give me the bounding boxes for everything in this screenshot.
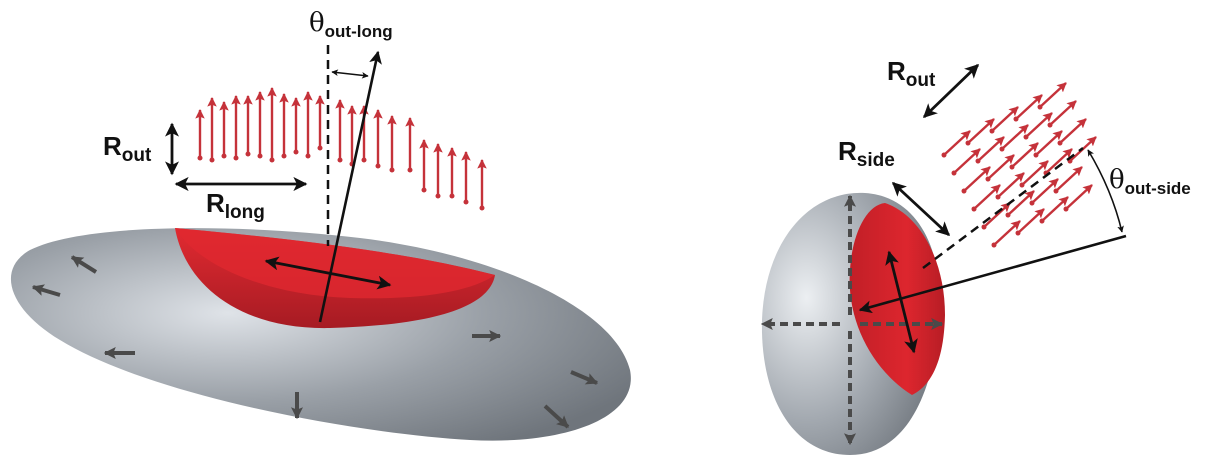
particle-arrow	[971, 184, 1001, 212]
particle-arrow	[995, 172, 1025, 200]
particle-arrow	[975, 136, 1005, 164]
particle-arrow	[941, 130, 971, 158]
particle-arrow	[1043, 148, 1073, 176]
right-dashed-reference	[922, 147, 1084, 269]
right-flow-arrows	[760, 194, 944, 446]
particle-arrow	[1009, 142, 1039, 170]
left-cross-horizontal	[264, 256, 392, 290]
particle-arrow	[985, 154, 1015, 182]
particle-arrow	[1023, 112, 1053, 140]
particle-arrow	[1039, 196, 1069, 224]
particle-arrow	[1053, 166, 1083, 194]
particle-arrow	[1063, 184, 1093, 212]
left-rout-label: Rout	[103, 131, 152, 166]
left-flow-arrows	[31, 255, 599, 429]
particle-arrow	[981, 202, 1011, 230]
left-theta-label: θout-long	[309, 8, 393, 41]
particle-arrow	[1057, 118, 1087, 146]
flow-arrow	[31, 284, 61, 297]
particle-arrow	[951, 148, 981, 176]
particle-arrow	[991, 220, 1021, 248]
particle-arrow	[1013, 94, 1043, 122]
particle-arrow	[1019, 160, 1049, 188]
particle-arrow	[1033, 130, 1063, 158]
right-rout-label: Rout	[887, 56, 936, 91]
right-particle-arrows	[941, 82, 1097, 248]
right-rside-arrow	[891, 181, 951, 237]
flow-arrow	[70, 255, 98, 274]
particle-arrow	[1047, 100, 1077, 128]
particle-arrow	[1015, 208, 1045, 236]
right-rside-label: Rside	[838, 136, 895, 171]
flow-arrow	[570, 370, 599, 385]
right-panel: Rout Rside θout-side	[760, 56, 1191, 455]
left-particle-arrows	[195, 87, 487, 211]
particle-arrow	[965, 118, 995, 146]
particle-arrow	[989, 106, 1019, 134]
particle-arrow	[999, 124, 1029, 152]
right-theta-arc	[1087, 149, 1124, 233]
flow-arrow	[543, 404, 570, 429]
right-rout-arrow	[922, 63, 980, 119]
left-theta-indicator	[331, 69, 369, 79]
particle-arrow	[961, 166, 991, 194]
right-theta-label: θout-side	[1109, 165, 1191, 198]
left-panel: Rout Rlong θout-long	[10, 8, 631, 441]
particle-arrow	[1037, 82, 1067, 110]
left-rlong-label: Rlong	[206, 188, 265, 223]
right-cross-vertical	[885, 250, 918, 354]
